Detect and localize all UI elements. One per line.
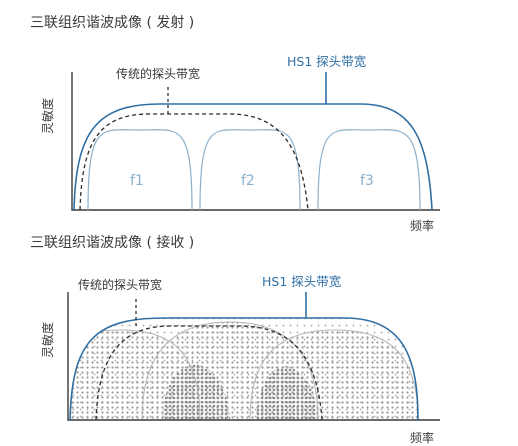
top-panel: 三联组织谐波成像 ( 发射 ) 灵敏度 频率 f1 f2 f3 HS1 探头带宽…: [30, 15, 440, 233]
top-conventional-curve: [79, 113, 309, 211]
bottom-overlap-2: [256, 366, 318, 420]
bottom-axes: [67, 292, 440, 421]
bottom-conventional-label: 传统的探头带宽: [78, 277, 162, 292]
bottom-x-axis-label: 频率: [410, 430, 434, 445]
bottom-band-1-curve: [70, 329, 201, 420]
top-panel-title: 三联组织谐波成像 ( 发射 ): [30, 15, 194, 31]
bottom-panel-title: 三联组织谐波成像 ( 接收 ): [30, 234, 194, 251]
bottom-hs1-label: HS1 探头带宽: [262, 274, 341, 289]
top-x-axis-label: 频率: [410, 218, 434, 233]
band-f3-curve: [317, 129, 421, 211]
band-f2-curve: [199, 129, 301, 211]
top-y-axis-label: 灵敏度: [40, 98, 55, 134]
bottom-panel: 三联组织谐波成像 ( 接收 ) 灵敏度 频率 HS1 探头带宽 传统的探头带宽: [30, 234, 440, 445]
bottom-band-3-curve: [249, 329, 418, 420]
band-f3-label: f3: [360, 173, 374, 189]
top-conventional-label: 传统的探头带宽: [116, 66, 200, 81]
bottom-band-2-curve: [141, 321, 319, 420]
band-f1-label: f1: [130, 173, 144, 189]
top-axes: [71, 72, 440, 211]
band-f2-label: f2: [241, 173, 255, 189]
bottom-overlap-1: [162, 364, 230, 420]
bottom-hs1-envelope: [69, 317, 419, 421]
top-hs1-label: HS1 探头带宽: [287, 54, 366, 69]
bottom-conventional-curve: [95, 325, 323, 421]
band-f1-curve: [87, 129, 193, 211]
bottom-dotted-regions: [70, 318, 418, 420]
bottom-y-axis-label: 灵敏度: [40, 322, 55, 358]
top-hs1-envelope: [73, 103, 433, 211]
